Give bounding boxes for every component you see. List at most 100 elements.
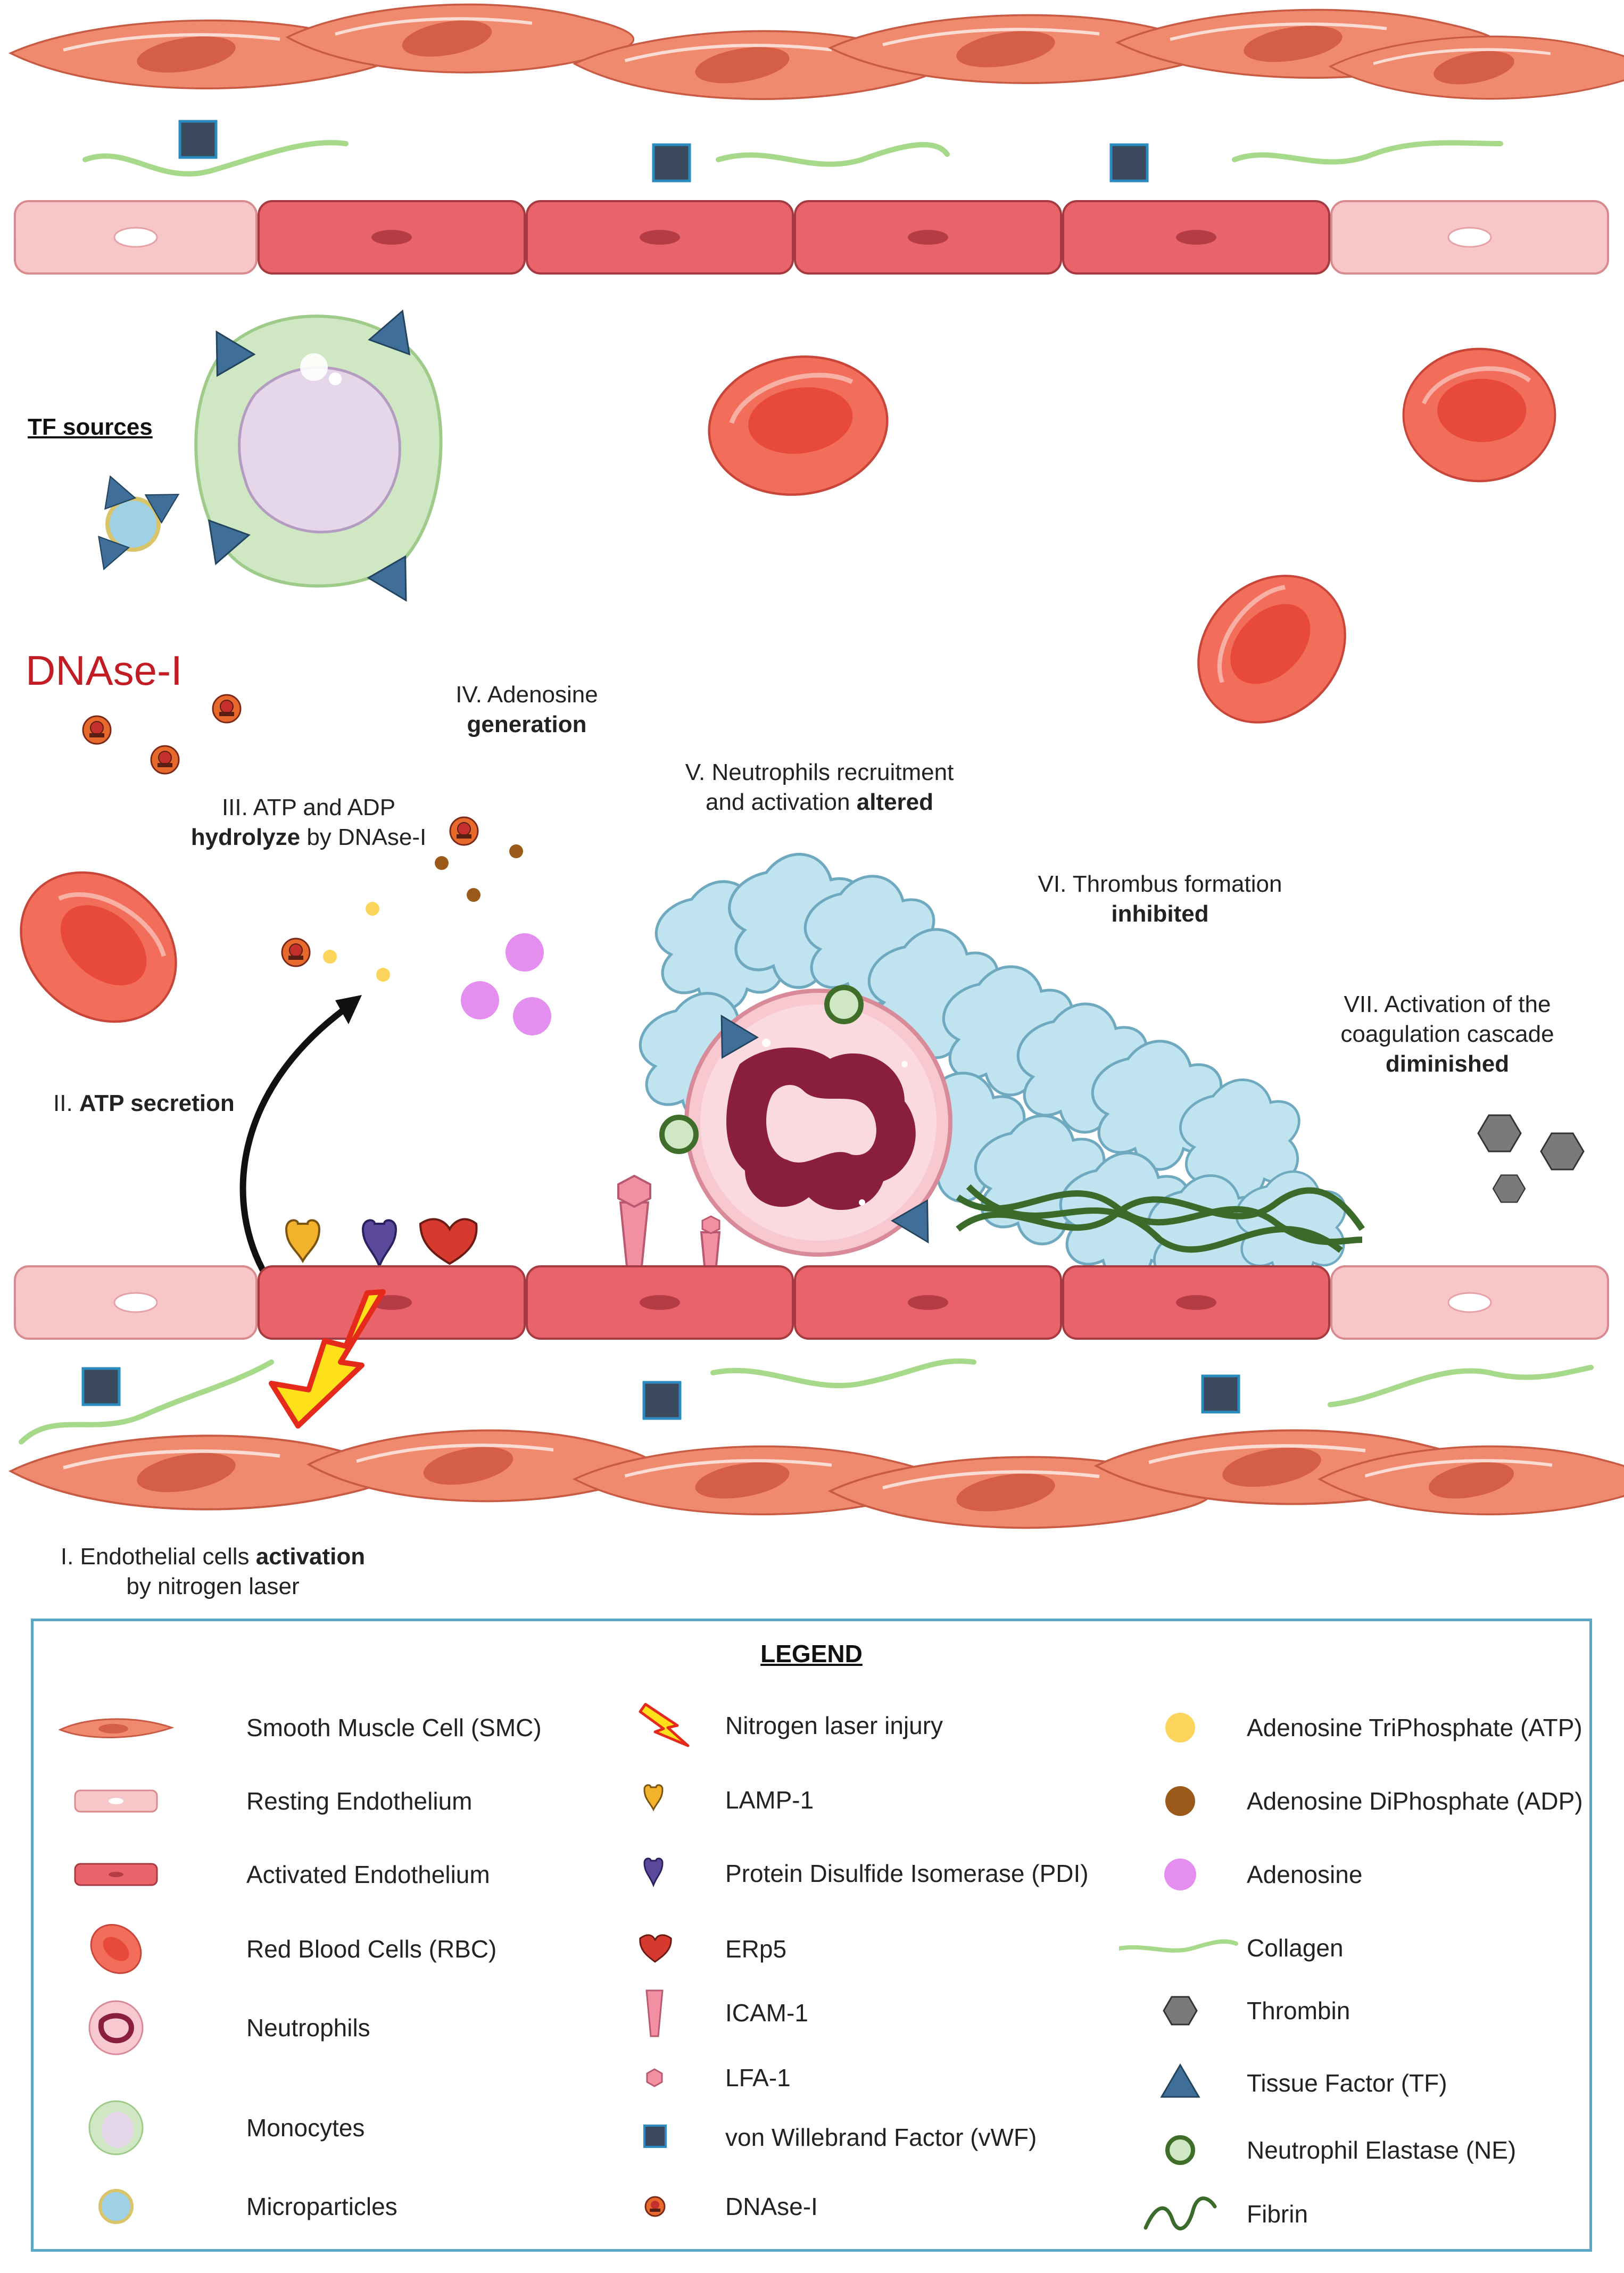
bottom-vwf-squares	[83, 1368, 1239, 1418]
legend-label: Adenosine TriPhosphate (ATP)	[1247, 1714, 1582, 1741]
legend-item-monocyte: Monocytes	[55, 2096, 560, 2160]
legend-label: ICAM-1	[725, 1999, 808, 2027]
legend-item-resting-endothelium: Resting Endothelium	[55, 1769, 560, 1833]
microparticle-tf	[88, 470, 187, 575]
adp-dot-icon	[1165, 1786, 1195, 1816]
receptors	[285, 1174, 721, 1278]
top-endothelium	[14, 200, 1609, 275]
step-4-label: IV. Adenosine generation	[415, 680, 639, 740]
step-2-prefix: II.	[53, 1090, 79, 1116]
tf-sources-label: TF sources	[28, 414, 153, 440]
step-5-bold: altered	[856, 789, 934, 815]
legend-item-lamp1: LAMP-1	[598, 1768, 1076, 1832]
dnase-heading: DNAse-I	[26, 647, 183, 694]
legend-item-smc: Smooth Muscle Cell (SMC)	[55, 1696, 560, 1760]
erp5-icon	[639, 1934, 672, 1963]
pdi-icon	[643, 1857, 664, 1888]
atp-dots	[323, 902, 390, 982]
legend-label: Fibrin	[1247, 2200, 1308, 2228]
top-collagen	[82, 140, 1503, 177]
legend-item-adenosine: Adenosine	[1119, 1843, 1587, 1906]
legend-label: Resting Endothelium	[246, 1787, 473, 1815]
legend-item-microparticle: Microparticles	[55, 2175, 560, 2238]
top-vwf-squares	[180, 121, 1147, 181]
monocyte-icon	[88, 2100, 144, 2155]
legend-box: LEGEND Smooth Muscle Cell (SMC) Resting …	[31, 1619, 1592, 2252]
legend-item-collagen: Collagen	[1119, 1916, 1587, 1980]
monocyte	[194, 303, 443, 612]
legend-label: Smooth Muscle Cell (SMC)	[246, 1714, 542, 1741]
legend-title: LEGEND	[760, 1640, 863, 1668]
legend-label: Monocytes	[246, 2114, 365, 2142]
adenosine-dot-icon	[1164, 1859, 1196, 1890]
fibrin-icon	[1144, 2196, 1217, 2230]
legend-item-thrombin: Thrombin	[1119, 1979, 1587, 2043]
legend-label: Red Blood Cells (RBC)	[246, 1935, 497, 1963]
red-blood-cell-icon	[90, 1924, 142, 1974]
legend-label: LFA-1	[725, 2064, 791, 2092]
step-4-line1: IV. Adenosine	[455, 682, 598, 708]
step-5-line2: and activation	[705, 789, 857, 815]
legend-label: Activated Endothelium	[246, 1861, 490, 1888]
laser-bolt-icon	[639, 1703, 690, 1747]
step-3-rest: by DNAse-I	[300, 824, 427, 850]
legend-item-vwf: von Willebrand Factor (vWF)	[598, 2105, 1076, 2169]
step-5-label: V. Neutrophils recruitment and activatio…	[628, 758, 1011, 817]
legend-label: Nitrogen laser injury	[725, 1712, 943, 1739]
step-7-label: VII. Activation of the coagulation casca…	[1298, 990, 1596, 1079]
bottom-endothelium	[14, 1265, 1609, 1340]
legend-item-ne: Neutrophil Elastase (NE)	[1119, 2118, 1587, 2182]
legend-label: Adenosine DiPhosphate (ADP)	[1247, 1787, 1583, 1815]
bottom-collagen	[19, 1358, 1594, 1445]
legend-item-laser: Nitrogen laser injury	[598, 1694, 1076, 1757]
top-smooth-muscle-layer	[11, 4, 1624, 99]
legend-label: Neutrophil Elastase (NE)	[1247, 2136, 1517, 2164]
activated-endothelium-icon	[74, 1863, 158, 1886]
step-3-line1: III. ATP and ADP	[221, 794, 396, 820]
neutrophil-elastase	[659, 985, 864, 1154]
adenosine-dots	[461, 933, 551, 1035]
step-1-line2: by nitrogen laser	[126, 1573, 300, 1599]
tissue-factor-icon	[1160, 2063, 1200, 2098]
fibrin-strands	[956, 1184, 1365, 1253]
step-7-bold: diminished	[1385, 1051, 1510, 1077]
lamp1-icon	[643, 1784, 664, 1812]
collagen-icon	[1119, 1939, 1238, 1953]
microparticle-icon	[98, 2189, 134, 2224]
step-6-label: VI. Thrombus formation inhibited	[990, 869, 1330, 929]
legend-item-icam1: ICAM-1	[598, 1981, 1076, 2045]
step-7-line1: VII. Activation of the	[1344, 991, 1551, 1017]
legend-item-activated-endothelium: Activated Endothelium	[55, 1843, 560, 1906]
step-5-line1: V. Neutrophils recruitment	[685, 759, 954, 785]
smooth-muscle-cell-icon	[58, 1718, 175, 1739]
neutrophil-icon	[88, 2000, 144, 2055]
legend-label: Collagen	[1247, 1934, 1344, 1962]
legend-label: Thrombin	[1247, 1997, 1350, 2025]
step-4-bold: generation	[467, 711, 587, 737]
legend-item-rbc: Red Blood Cells (RBC)	[55, 1917, 560, 1981]
legend-label: LAMP-1	[725, 1786, 814, 1814]
legend-item-erp5: ERp5	[598, 1917, 1076, 1981]
step-2-bold: ATP secretion	[79, 1090, 235, 1116]
step-3-label: III. ATP and ADP hydrolyze by DNAse-I	[160, 793, 458, 852]
legend-label: Protein Disulfide Isomerase (PDI)	[725, 1860, 1089, 1887]
step-7-line2: coagulation cascade	[1340, 1021, 1554, 1047]
atp-dot-icon	[1165, 1713, 1195, 1743]
neutrophil-elastase-icon	[1165, 2135, 1195, 2165]
step-1-label: I. Endothelial cells activation by nitro…	[21, 1542, 404, 1602]
legend-label: Tissue Factor (TF)	[1247, 2069, 1447, 2097]
adp-dots	[435, 844, 523, 902]
resting-endothelium-icon	[74, 1789, 158, 1813]
legend-label: Neutrophils	[246, 2014, 370, 2042]
legend-item-dnase: DNAse-I	[598, 2175, 1076, 2238]
lfa1-icon	[646, 2068, 663, 2087]
step-1-bold: activation	[255, 1544, 366, 1570]
step-3-bold: hydrolyze	[190, 824, 301, 850]
neutrophil	[684, 989, 952, 1257]
vwf-square-icon	[643, 2125, 667, 2148]
atp-secretion-arrow	[239, 995, 362, 1278]
laser-bolt	[269, 1289, 386, 1429]
dnase-icon	[644, 2196, 666, 2217]
legend-label: Microparticles	[246, 2193, 397, 2220]
